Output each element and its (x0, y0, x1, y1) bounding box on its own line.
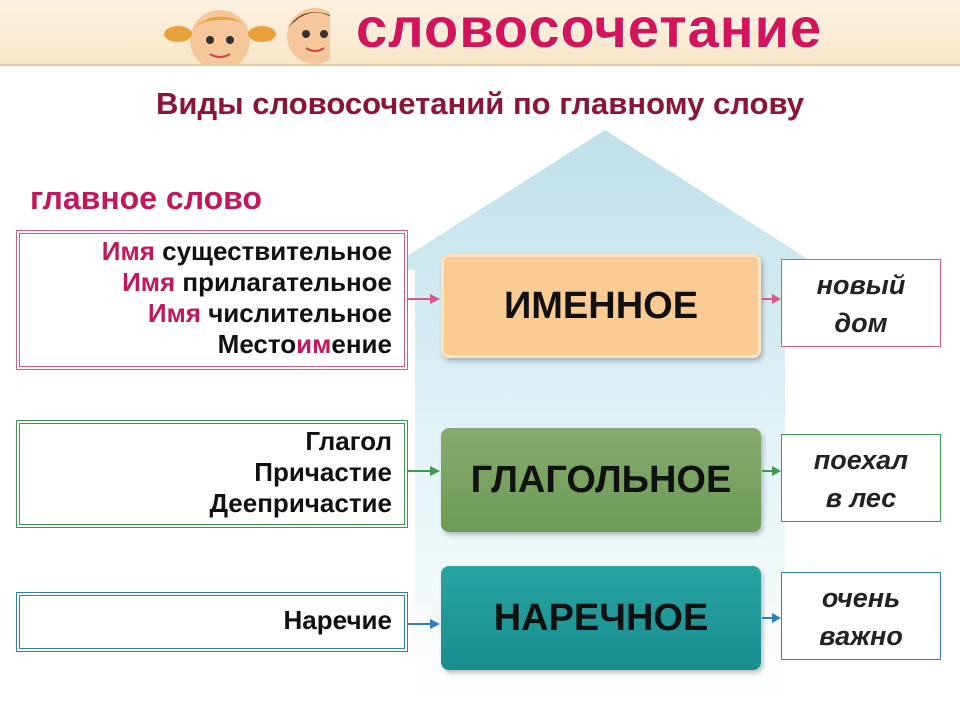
example-verbal: поехал в лес (781, 434, 941, 522)
noun-parts-of-speech-box: Имя существительное Имя прилагательное И… (16, 230, 408, 370)
example-adverbial: очень важно (781, 572, 941, 660)
example-line: важно (819, 621, 903, 651)
verb-parts-of-speech-box: Глагол Причастие Деепричастие (16, 420, 408, 528)
list-line: Глагол (305, 426, 392, 456)
category-adverbial: НАРЕЧНОЕ (441, 566, 761, 670)
category-verbal: ГЛАГОЛЬНОЕ (441, 428, 761, 532)
example-nominal: новый дом (781, 259, 941, 347)
list-line: Местоимение (217, 329, 392, 359)
list-line: Деепричастие (209, 488, 392, 518)
header-banner: словосочетание (0, 0, 960, 66)
children-illustration (164, 8, 330, 64)
list-line: Имя прилагательное (122, 267, 392, 297)
list-line: Имя числительное (147, 298, 392, 328)
example-line: новый (816, 270, 906, 300)
example-line: дом (834, 308, 888, 338)
category-nominal: ИМЕННОЕ (441, 254, 761, 358)
list-line: Имя существительное (101, 236, 392, 266)
adverb-parts-of-speech-box: Наречие (16, 592, 408, 652)
main-word-label: главное слово (30, 180, 262, 216)
list-line: Причастие (254, 457, 392, 487)
diagram-subtitle: Виды словосочетаний по главному слову (156, 86, 804, 121)
list-line: Наречие (283, 605, 392, 635)
page-title: словосочетание (356, 0, 823, 59)
example-line: поехал (813, 445, 909, 475)
example-line: в лес (825, 483, 897, 513)
example-line: очень (821, 583, 901, 613)
